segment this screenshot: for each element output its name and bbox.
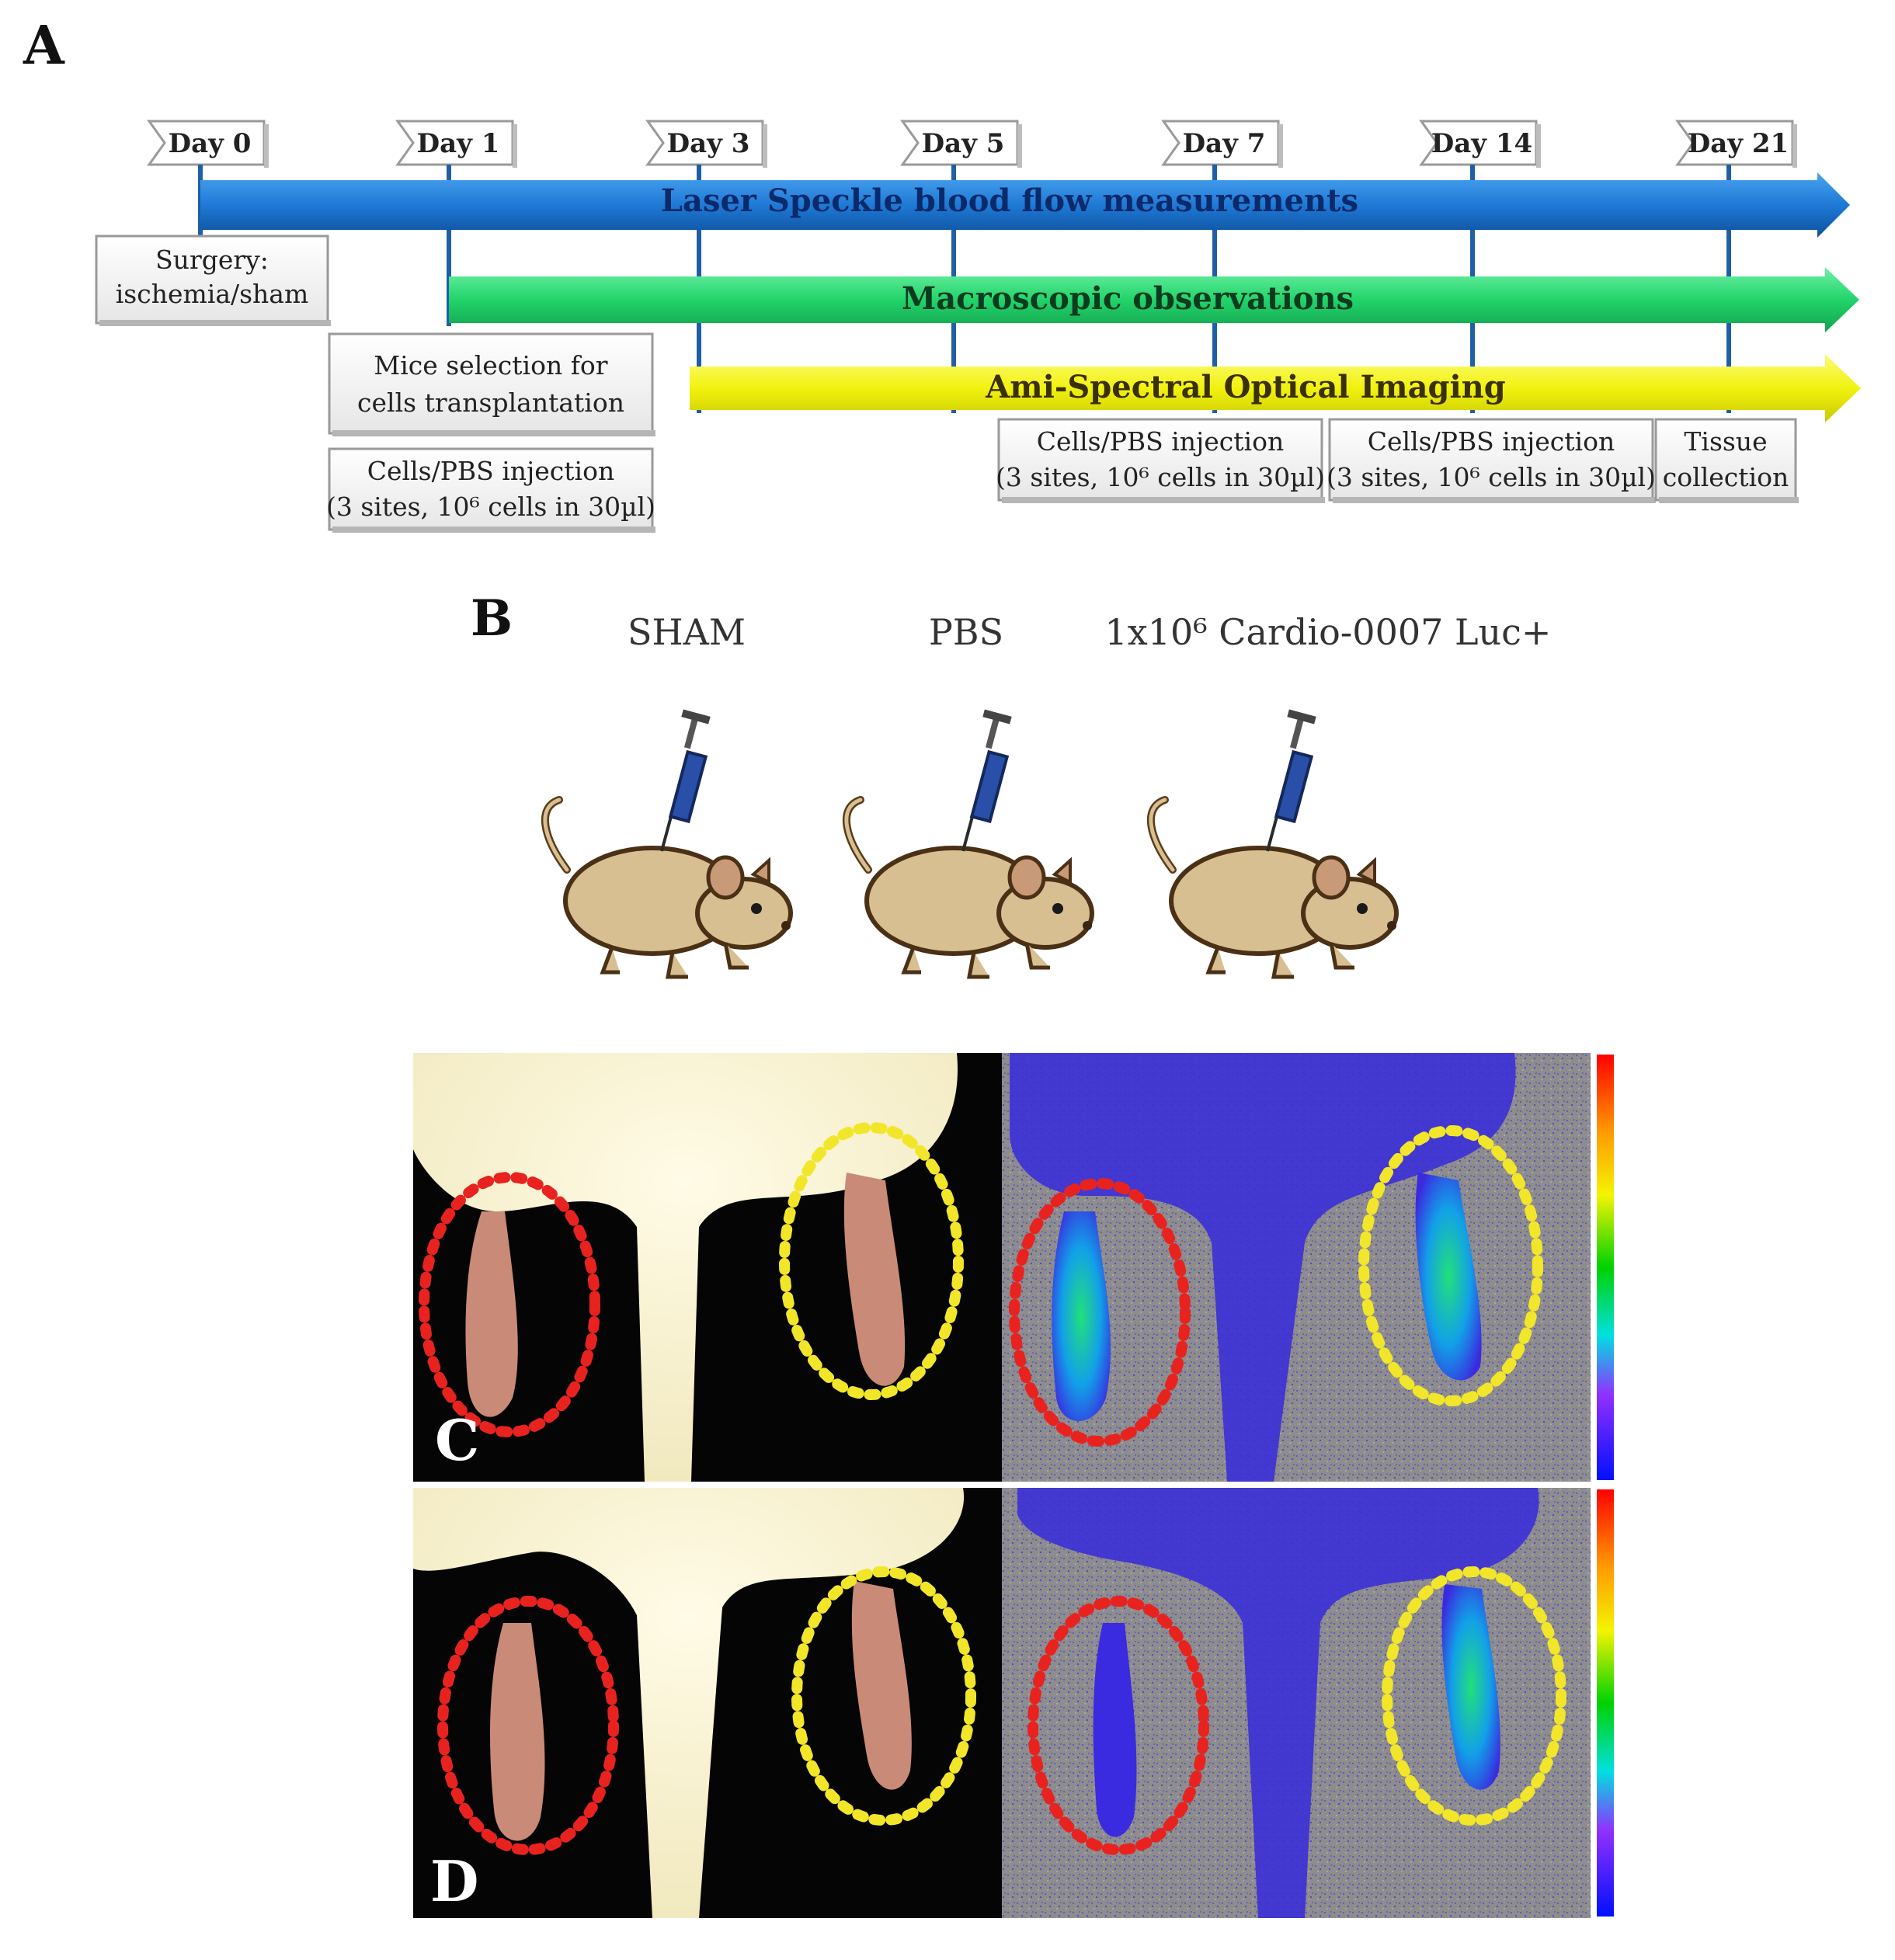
ami-spectral-label: Ami-Spectral Optical Imaging <box>985 369 1505 405</box>
ischemic-circle-c <box>419 1172 600 1437</box>
tissue-line-2: collection <box>1663 462 1789 492</box>
injection-2-line-1: Cells/PBS injection <box>1037 426 1284 457</box>
control-circle-c <box>779 1122 964 1400</box>
panel-c-letter: C <box>435 1407 479 1473</box>
tissue-collection-box: Tissue collection <box>1654 418 1799 503</box>
ami-spectral-bar: Ami-Spectral Optical Imaging <box>690 354 1861 422</box>
mice-illustrations <box>541 709 1399 979</box>
panel-b-letter: B <box>471 589 513 648</box>
tissue-line-1: Tissue <box>1684 426 1767 457</box>
day-tag-6: Day 21 <box>1675 120 1797 168</box>
day-tag-1: Day 1 <box>395 120 517 168</box>
day-label-3: Day 5 <box>922 128 1005 159</box>
laser-speckle-label: Laser Speckle blood flow measurements <box>661 182 1358 219</box>
control-circle-c-lum <box>1358 1125 1543 1406</box>
injection-2-line-2: (3 sites, 10⁶ cells in 30µl) <box>996 462 1325 492</box>
selection-box: Mice selection for cells transplantation <box>328 332 655 436</box>
day-label-4: Day 7 <box>1183 128 1266 159</box>
group-label-cardio-cells: 1x10⁶ Cardio-0007 Luc+ <box>1105 611 1552 653</box>
day-tags: Day 0 Day 1 Day 3 Day 5 Day 7 Day 14 Day 21 <box>147 120 1797 168</box>
mouse-2 <box>1146 709 1399 979</box>
injection-1-line-2: (3 sites, 10⁶ cells in 30µl) <box>326 492 655 522</box>
group-label-sham: SHAM <box>628 611 746 653</box>
mouse-1 <box>842 709 1094 979</box>
injection-3-line-2: (3 sites, 10⁶ cells in 30µl) <box>1326 462 1656 492</box>
day-label-0: Day 0 <box>169 128 252 159</box>
panel-d-letter: D <box>430 1848 478 1914</box>
day-tag-0: Day 0 <box>147 120 269 168</box>
ischemic-circle-d <box>437 1596 619 1855</box>
ischemic-circle-c-lum <box>1009 1178 1191 1447</box>
color-scale-d <box>1597 1489 1614 1917</box>
selection-line-1: Mice selection for <box>374 350 607 381</box>
day-label-1: Day 1 <box>417 128 500 159</box>
day-label-6: Day 21 <box>1688 128 1789 159</box>
panel-d-photo: D <box>413 1488 1002 1918</box>
ischemic-circle-d-lum <box>1027 1596 1209 1855</box>
laser-speckle-bar: Laser Speckle blood flow measurements <box>200 172 1850 238</box>
mouse-0 <box>541 709 793 979</box>
day-tag-5: Day 14 <box>1419 120 1541 168</box>
control-circle-d-lum <box>1382 1566 1566 1826</box>
injection-3-line-1: Cells/PBS injection <box>1368 426 1615 457</box>
surgery-line-1: Surgery: <box>155 245 269 275</box>
injection-1-line-1: Cells/PBS injection <box>367 456 614 486</box>
panel-c-luminescence <box>1002 1053 1591 1482</box>
group-label-pbs: PBS <box>929 611 1003 653</box>
color-scale-c <box>1597 1055 1614 1480</box>
panel-c-photo: C <box>413 1053 1002 1482</box>
day-tag-2: Day 3 <box>645 120 767 168</box>
day-tag-4: Day 7 <box>1161 120 1283 168</box>
surgery-line-2: ischemia/sham <box>116 279 309 309</box>
surgery-box: Surgery: ischemia/sham <box>95 235 331 326</box>
day-tag-3: Day 5 <box>900 120 1022 168</box>
day-label-2: Day 3 <box>667 128 750 159</box>
macroscopic-label: Macroscopic observations <box>902 280 1354 317</box>
day-label-5: Day 14 <box>1431 128 1532 159</box>
control-circle-d <box>791 1566 976 1826</box>
selection-line-2: cells transplantation <box>357 387 624 418</box>
injection-box-3: Cells/PBS injection (3 sites, 10⁶ cells … <box>1326 418 1656 503</box>
panel-a-letter: A <box>23 15 65 77</box>
injection-box-1: Cells/PBS injection (3 sites, 10⁶ cells … <box>326 447 655 533</box>
panel-d-luminescence <box>1002 1488 1591 1918</box>
injection-box-2: Cells/PBS injection (3 sites, 10⁶ cells … <box>996 418 1325 503</box>
macroscopic-bar: Macroscopic observations <box>449 267 1859 332</box>
